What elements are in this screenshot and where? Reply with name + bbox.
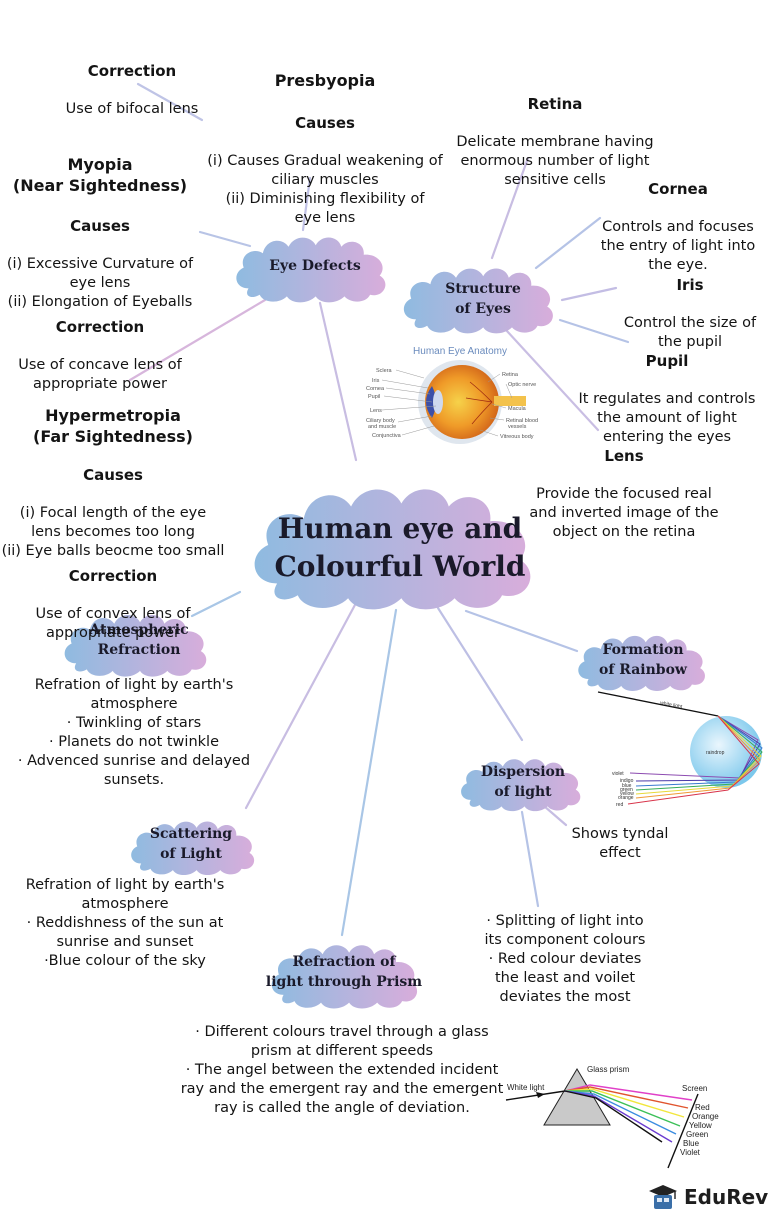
- graduation-cap-icon: [649, 1185, 677, 1209]
- scattering-text: Refration of light by earth's atmosphere…: [25, 877, 225, 969]
- branch-eye-defects: Eye Defects: [269, 258, 361, 274]
- white-light-label: white light: [660, 700, 684, 710]
- white-light-prism-label: White light: [507, 1083, 545, 1092]
- glass-prism-label: Glass prism: [587, 1065, 630, 1074]
- svg-text:vessels: vessels: [508, 424, 527, 430]
- svg-text:Iris: Iris: [372, 378, 380, 384]
- svg-text:Lens: Lens: [370, 408, 382, 414]
- brand-name: EduRev: [684, 1185, 768, 1209]
- pupil-node: Pupil It regulates and controls the amou…: [578, 352, 756, 445]
- prism-text: · Different colours travel through a gla…: [180, 1024, 504, 1116]
- svg-text:Optic nerve: Optic nerve: [508, 382, 536, 388]
- svg-text:Orange: Orange: [692, 1112, 719, 1121]
- page-title: Human eye and Colourful World: [274, 512, 526, 583]
- svg-text:red: red: [616, 802, 623, 808]
- svg-text:yellow: yellow: [620, 791, 634, 797]
- branch-structure-of-eyes: Structure of Eyes: [445, 281, 521, 317]
- svg-text:indigo: indigo: [620, 778, 634, 784]
- tyndall-effect-note: Shows tyndal effect: [571, 826, 669, 861]
- svg-text:Red: Red: [695, 1103, 710, 1112]
- atmospheric-refraction-text: Refration of light by earth's atmosphere…: [17, 677, 251, 788]
- svg-text:Green: Green: [686, 1130, 708, 1139]
- eye-anatomy-title: Human Eye Anatomy: [413, 346, 507, 357]
- prism-diagram: Glass prism White light Screen Red Orang…: [505, 1065, 719, 1169]
- iris-node: Iris Control the size of the pupil: [623, 276, 757, 350]
- presbyopia-node: Presbyopia Causes (i) Causes Gradual wea…: [207, 71, 443, 226]
- hypermetropia-node: Hypermetropia (Far Sightedness) Causes (…: [1, 406, 225, 641]
- svg-text:Cornea: Cornea: [366, 386, 385, 392]
- svg-text:Ciliary body: Ciliary body: [366, 418, 395, 424]
- branch-atmospheric-refraction: Atmospheric Refraction: [89, 622, 189, 658]
- svg-text:Pupil: Pupil: [368, 394, 380, 400]
- branch-scattering-of-light: Scattering of Light: [149, 826, 233, 862]
- svg-text:Vitreous body: Vitreous body: [500, 434, 534, 440]
- screen-label: Screen: [682, 1084, 707, 1093]
- retina-node: Retina Delicate membrane having enormous…: [456, 95, 654, 188]
- brand-logo: EduRev: [648, 1183, 768, 1211]
- svg-text:Retinal blood: Retinal blood: [506, 418, 538, 424]
- svg-text:Retina: Retina: [502, 372, 519, 378]
- presbyopia-correction: Correction Use of bifocal lens: [65, 62, 199, 117]
- branch-dispersion-of-light: Dispersion of light: [480, 764, 566, 800]
- svg-text:Sclera: Sclera: [376, 368, 393, 374]
- svg-text:orange: orange: [618, 795, 634, 801]
- svg-text:Yellow: Yellow: [689, 1121, 712, 1130]
- rainbow-diagram: white light raindrop violet indigo blue …: [597, 691, 763, 808]
- connectors: [128, 82, 630, 937]
- svg-text:green: green: [620, 787, 633, 793]
- cornea-node: Cornea Controls and focuses the entry of…: [600, 180, 756, 273]
- branch-refraction-through-prism: Refraction of light through Prism: [265, 954, 423, 990]
- raindrop-label: raindrop: [706, 750, 725, 756]
- svg-text:Macula: Macula: [508, 406, 527, 412]
- svg-text:violet: violet: [612, 771, 624, 777]
- svg-text:Violet: Violet: [680, 1148, 701, 1157]
- dispersion-text: · Splitting of light into its component …: [484, 913, 646, 1005]
- svg-text:Blue: Blue: [683, 1139, 700, 1148]
- svg-text:and muscle: and muscle: [368, 424, 396, 430]
- lens-node: Lens Provide the focused real and invert…: [529, 447, 719, 540]
- svg-text:blue: blue: [622, 783, 632, 789]
- svg-text:Conjunctiva: Conjunctiva: [372, 433, 402, 439]
- myopia-node: Myopia (Near Sightedness) Causes (i) Exc…: [6, 155, 194, 392]
- branch-formation-of-rainbow: Formation of Rainbow: [599, 642, 687, 678]
